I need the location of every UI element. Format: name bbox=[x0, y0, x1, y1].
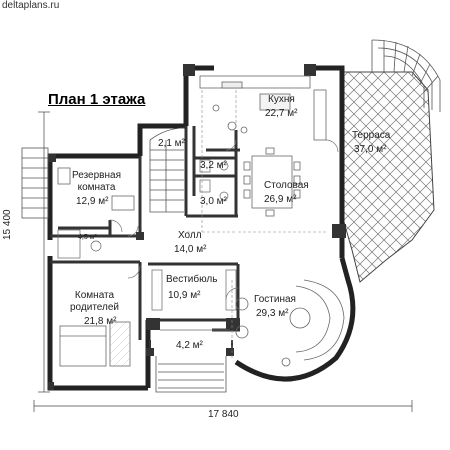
room-label-guest: Резервная комната bbox=[72, 170, 121, 194]
width-dimension: 17 840 bbox=[208, 409, 239, 420]
room-area-kitchen: 22,7 м² bbox=[265, 108, 298, 119]
room-label-living: Гостиная bbox=[254, 294, 296, 305]
room-area-stairs: 2,1 м² bbox=[158, 138, 185, 149]
site-watermark: deltaplans.ru bbox=[2, 0, 60, 11]
room-area-bath: 4,5 м² bbox=[78, 234, 97, 241]
room-label-hall: Холл bbox=[178, 230, 202, 241]
room-label-parents-line1: Комната bbox=[74, 290, 115, 301]
terrace-deck bbox=[341, 39, 441, 283]
interior-walls bbox=[50, 126, 240, 340]
room-label-terrace: Терраса bbox=[352, 130, 391, 141]
room-label-kitchen: Кухня bbox=[268, 94, 295, 105]
room-area-wc2: 3,0 м² bbox=[200, 196, 227, 207]
room-area-living: 29,3 м² bbox=[256, 308, 289, 319]
bath-fixtures bbox=[57, 159, 229, 259]
door-swings bbox=[109, 139, 339, 301]
room-label-guest-line2: комната bbox=[77, 182, 116, 193]
room-label-vestibule: Вестибюль bbox=[166, 274, 218, 285]
room-area-guest: 12,9 м² bbox=[76, 196, 109, 207]
living-sofa bbox=[235, 279, 345, 367]
dining-table bbox=[243, 147, 301, 217]
height-dimension: 15 400 bbox=[2, 209, 13, 240]
bedroom-furniture bbox=[57, 167, 135, 367]
kitchen-furniture bbox=[199, 75, 327, 141]
room-label-parents: Комната родителей bbox=[70, 290, 119, 314]
room-label-parents-line2: родителей bbox=[70, 302, 120, 313]
room-label-guest-line1: Резервная bbox=[72, 170, 121, 181]
room-label-dining: Столовая bbox=[264, 180, 309, 191]
room-area-vestibule: 10,9 м² bbox=[168, 290, 201, 301]
room-area-wc1: 3,2 м² bbox=[200, 160, 227, 171]
interior-stair bbox=[149, 127, 185, 213]
dimension-lines bbox=[33, 111, 413, 412]
dashed-lines bbox=[182, 90, 328, 360]
entrance-stairs bbox=[149, 340, 233, 393]
plan-title: План 1 этажа bbox=[48, 91, 146, 108]
room-area-parents: 21,8 м² bbox=[84, 316, 117, 327]
room-area-porch: 4,2 м² bbox=[176, 340, 203, 351]
vestibule-details bbox=[151, 269, 237, 331]
room-area-terrace: 37,0 м² bbox=[354, 144, 387, 155]
room-area-dining: 26,9 м² bbox=[264, 194, 297, 205]
room-area-hall: 14,0 м² bbox=[174, 244, 207, 255]
